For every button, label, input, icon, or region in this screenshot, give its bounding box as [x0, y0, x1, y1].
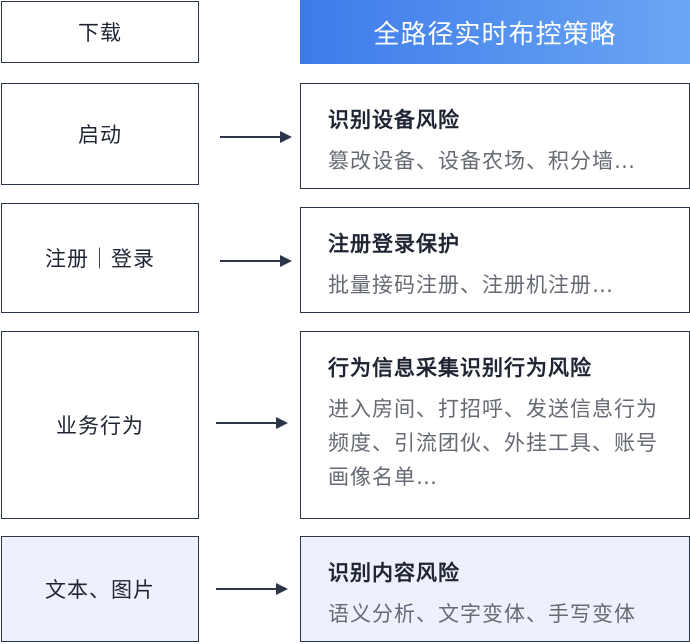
stage-text-image: 文本、图片: [1, 536, 199, 642]
strategy-behavior-risk-title: 行为信息采集识别行为风险: [328, 356, 592, 380]
strategy-behavior-risk: 行为信息采集识别行为风险 进入房间、打招呼、发送信息行为频度、引流团伙、外挂工具…: [300, 331, 690, 519]
stage-register-login-label: 注册｜登录: [45, 247, 155, 271]
arrow-register-login: [220, 255, 292, 267]
strategy-content-risk: 识别内容风险 语义分析、文字变体、手写变体: [300, 536, 690, 642]
strategy-header: 全路径实时布控策略: [300, 0, 690, 64]
arrow-launch: [220, 131, 292, 143]
strategy-content-risk-desc: 语义分析、文字变体、手写变体: [328, 602, 636, 626]
stage-register-login: 注册｜登录: [1, 203, 199, 313]
arrow-text-image: [216, 583, 288, 595]
strategy-content-risk-title: 识别内容风险: [328, 561, 460, 585]
strategy-register-protection-title: 注册登录保护: [328, 232, 460, 256]
stage-download-label: 下载: [78, 21, 122, 45]
stage-launch-label: 启动: [78, 123, 122, 147]
strategy-behavior-risk-desc: 进入房间、打招呼、发送信息行为频度、引流团伙、外挂工具、账号画像名单…: [328, 397, 658, 489]
stage-business-behavior: 业务行为: [1, 331, 199, 519]
strategy-device-risk: 识别设备风险 篡改设备、设备农场、积分墙…: [300, 83, 690, 189]
stage-business-behavior-label: 业务行为: [56, 414, 144, 438]
stage-launch: 启动: [1, 83, 199, 185]
strategy-header-title: 全路径实时布控策略: [373, 19, 617, 50]
strategy-register-protection: 注册登录保护 批量接码注册、注册机注册…: [300, 207, 690, 313]
strategy-device-risk-title: 识别设备风险: [328, 108, 460, 132]
stage-download: 下载: [1, 1, 199, 63]
strategy-register-protection-desc: 批量接码注册、注册机注册…: [328, 273, 614, 297]
arrow-business-behavior: [216, 417, 288, 429]
strategy-device-risk-desc: 篡改设备、设备农场、积分墙…: [328, 149, 636, 173]
stage-text-image-label: 文本、图片: [45, 578, 155, 602]
